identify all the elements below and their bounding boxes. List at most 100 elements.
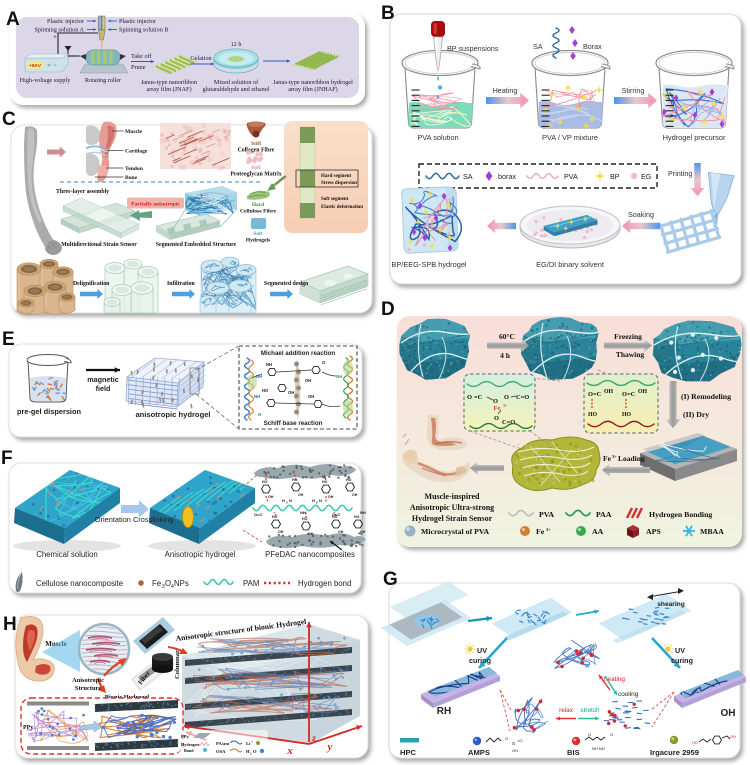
svg-text:C: C — [2, 109, 16, 130]
svg-text:MBAA: MBAA — [700, 527, 724, 536]
svg-text:PPy: PPy — [23, 725, 33, 731]
svg-text:O: O — [165, 579, 171, 588]
svg-text:Soft: Soft — [253, 231, 262, 237]
svg-text:(II) Dry: (II) Dry — [683, 410, 709, 419]
svg-text:Bone: Bone — [125, 175, 138, 181]
svg-text:HO: HO — [588, 412, 598, 418]
svg-text:3+: 3+ — [503, 403, 508, 408]
svg-text:Fe: Fe — [494, 405, 501, 412]
svg-text:Plastic injector: Plastic injector — [119, 18, 156, 25]
svg-text:2: 2 — [286, 501, 288, 505]
svg-text:+: + — [53, 33, 57, 41]
svg-text:PVA / VP mixture: PVA / VP mixture — [542, 133, 598, 142]
svg-text:curing: curing — [671, 656, 693, 665]
svg-text:O: O — [493, 398, 498, 405]
svg-text:OH: OH — [305, 378, 311, 383]
svg-text:Spinning solution B: Spinning solution B — [119, 27, 169, 34]
svg-text:UV: UV — [477, 646, 487, 655]
svg-text:C=O: C=O — [516, 394, 529, 401]
svg-text:O: O — [505, 736, 508, 741]
svg-text:NPs: NPs — [174, 579, 189, 588]
svg-text:Segmented design: Segmented design — [264, 281, 309, 287]
svg-text:HO: HO — [272, 515, 278, 519]
svg-text:Three-layer assembly: Three-layer assembly — [56, 189, 109, 195]
svg-text:Hard: Hard — [252, 202, 264, 208]
svg-text:Fe: Fe — [536, 527, 545, 536]
svg-text:2: 2 — [316, 501, 318, 505]
svg-text:Stiff: Stiff — [251, 141, 261, 147]
svg-text:HO: HO — [302, 517, 308, 521]
svg-text:Delignification: Delignification — [73, 281, 110, 287]
svg-text:+6KV: +6KV — [29, 63, 42, 69]
svg-text:Gelation: Gelation — [190, 55, 211, 62]
svg-text:O: O — [610, 732, 613, 737]
svg-text:Michael addition reaction: Michael addition reaction — [261, 350, 335, 357]
svg-text:Bond: Bond — [184, 748, 194, 753]
svg-text:NH: NH — [266, 362, 272, 367]
svg-text:H: H — [282, 498, 285, 503]
svg-text:BP/EEG-SPB hydrogel: BP/EEG-SPB hydrogel — [391, 260, 467, 269]
svg-text:HO: HO — [622, 412, 632, 418]
svg-text:AA: AA — [592, 527, 604, 536]
svg-text:Hydrogels: Hydrogels — [246, 238, 271, 244]
svg-text:Loading: Loading — [618, 454, 645, 463]
svg-text:NH: NH — [254, 394, 260, 399]
svg-text:O: O — [588, 732, 591, 737]
svg-text:curing: curing — [469, 656, 491, 665]
svg-text:O=C: O=C — [332, 512, 340, 517]
svg-text:OH: OH — [338, 530, 344, 534]
svg-text:RH: RH — [437, 706, 451, 717]
svg-text:PA/am: PA/am — [216, 741, 229, 746]
svg-text:y: y — [326, 741, 333, 753]
svg-text:BIS: BIS — [567, 748, 580, 757]
svg-text:OH: OH — [298, 493, 304, 497]
svg-text:array film (JNAF): array film (JNAF) — [146, 86, 191, 93]
svg-text:OH: OH — [268, 495, 274, 499]
svg-text:Soft segment: Soft segment — [321, 197, 349, 202]
svg-text:HO: HO — [346, 478, 352, 482]
svg-text:glutaraldehyde and ethanol: glutaraldehyde and ethanol — [202, 86, 269, 93]
svg-text:Soaking: Soaking — [628, 210, 654, 219]
svg-text:HO: HO — [322, 480, 328, 484]
svg-text:NH: NH — [256, 374, 262, 379]
svg-text:O: O — [253, 749, 257, 754]
svg-text:Stress dispersion: Stress dispersion — [321, 181, 357, 186]
svg-text:H: H — [246, 749, 250, 754]
svg-text:HO: HO — [292, 478, 298, 482]
svg-text:Collagen Fibre: Collagen Fibre — [238, 148, 275, 154]
svg-text:Take off: Take off — [131, 53, 153, 60]
svg-text:Columnar: Columnar — [174, 650, 181, 679]
svg-text:(I) Remodeling: (I) Remodeling — [681, 392, 731, 401]
svg-text:Plastic injector: Plastic injector — [47, 18, 84, 25]
svg-text:A: A — [6, 9, 20, 30]
svg-text:pre-gel dispersion: pre-gel dispersion — [17, 407, 82, 416]
svg-text:Multidirectional Strain Sensor: Multidirectional Strain Sensor — [61, 242, 137, 248]
svg-text:z: z — [311, 733, 316, 743]
svg-text:heating: heating — [604, 676, 625, 683]
svg-text:Hydrogen Bonding: Hydrogen Bonding — [649, 510, 712, 519]
svg-text:Freezing: Freezing — [614, 332, 642, 341]
svg-text:Janus-type nanoribbon hydrogel: Janus-type nanoribbon hydrogel — [273, 79, 353, 86]
svg-text:NH NH: NH NH — [592, 746, 605, 751]
svg-text:E: E — [2, 329, 15, 350]
svg-text:HO: HO — [692, 740, 698, 745]
svg-text:PFeDAC nanocomposites: PFeDAC nanocomposites — [265, 550, 355, 559]
svg-text:O: O — [467, 394, 472, 401]
svg-text:D: D — [381, 299, 395, 320]
svg-text:Janus-type nanoribbon: Janus-type nanoribbon — [141, 79, 197, 86]
svg-text:3+: 3+ — [612, 454, 617, 459]
svg-text:+: + — [251, 740, 253, 744]
svg-text:Infiltration: Infiltration — [167, 281, 195, 287]
svg-text:APS: APS — [646, 527, 661, 536]
svg-text:PVA: PVA — [539, 510, 554, 519]
svg-text:Muscle: Muscle — [125, 129, 143, 135]
svg-text:Segmented Embedded Structure: Segmented Embedded Structure — [156, 242, 237, 248]
svg-text:Cellulose nanocomposite: Cellulose nanocomposite — [36, 579, 123, 588]
svg-text:Prune: Prune — [131, 64, 146, 71]
svg-text:Tendon: Tendon — [125, 166, 144, 172]
svg-text:Chemical solution: Chemical solution — [36, 550, 98, 559]
svg-text:Spinning solution A: Spinning solution A — [34, 27, 84, 34]
svg-text:S: S — [512, 741, 515, 746]
svg-text:O: O — [322, 360, 326, 365]
svg-text:PVA solution: PVA solution — [417, 133, 458, 142]
